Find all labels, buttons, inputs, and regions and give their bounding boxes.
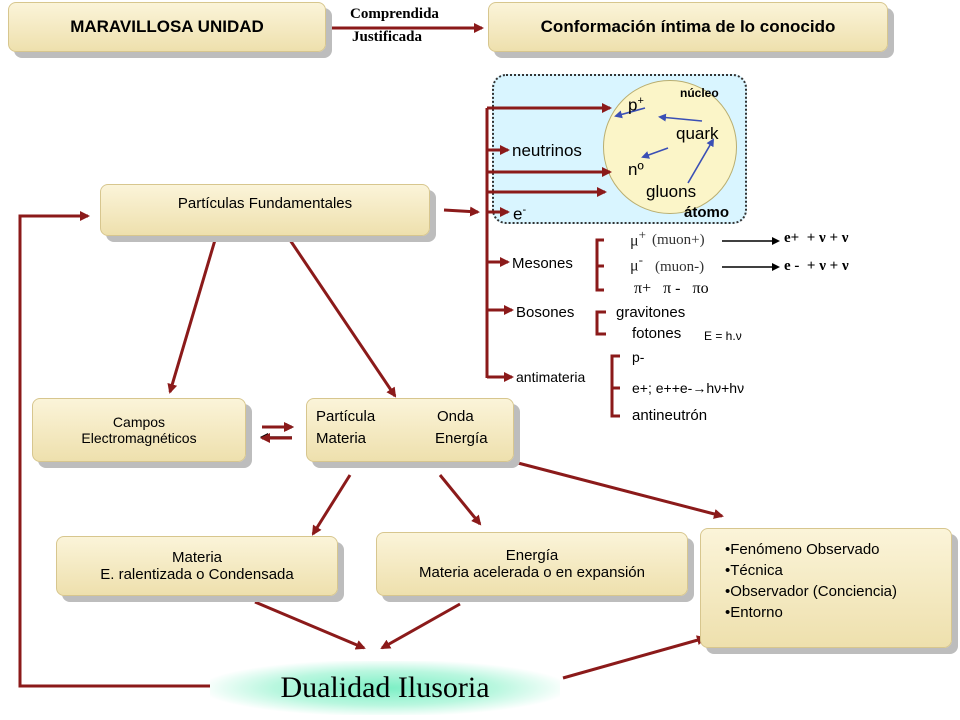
muon-minus: μ- [630, 252, 643, 275]
left-loop [18, 211, 212, 688]
electron-label: e- [513, 204, 527, 224]
materia-label: Materia [316, 430, 367, 447]
list-item: Técnica [725, 560, 951, 581]
dualidad-to-list [562, 635, 707, 680]
particula-onda-box: Partícula Onda Materia Energía [306, 398, 514, 462]
particula-label: Partícula [316, 408, 376, 425]
observacion-list: Fenómeno Observado Técnica Observador (C… [715, 539, 951, 623]
campos-box: Campos Electromagnéticos [32, 398, 246, 462]
gravitones-label: gravitones [616, 304, 686, 321]
particula-to-materia [311, 474, 352, 536]
observacion-list-box: Fenómeno Observado Técnica Observador (C… [700, 528, 952, 648]
muon-plus: μ+ [630, 227, 646, 250]
neutrinos-label: neutrinos [512, 141, 582, 160]
materia-box-line2: E. ralentizada o Condensada [100, 566, 294, 583]
dualidad-ilusoria-label: Dualidad Ilusoria [280, 671, 490, 704]
nucleus-arrow-gluons [687, 138, 715, 184]
nucleo-label: núcleo [680, 86, 719, 100]
antimateria-item1: p- [632, 349, 645, 365]
particula-to-energia [438, 474, 482, 526]
onda-label: Onda [437, 408, 474, 425]
conformacion-box: Conformación íntima de lo conocido [488, 2, 888, 52]
muon-minus-text: (muon-) [655, 259, 705, 275]
particulas-to-campos [167, 239, 217, 394]
conformacion-label: Conformación íntima de lo conocido [540, 17, 836, 36]
connector-justificada: Justificada [352, 29, 423, 45]
decay-minus: e - + ν + ν [784, 258, 849, 274]
neutron-label: nº [628, 160, 644, 179]
maravillosa-unidad-box: MARAVILLOSA UNIDAD [8, 2, 326, 52]
energia-box-line1: Energía [505, 547, 559, 564]
antimateria-label: antimateria [516, 369, 586, 385]
particulas-to-particula [288, 239, 397, 398]
proton-text: p [628, 95, 638, 115]
list-item: Observador (Conciencia) [725, 581, 951, 602]
fotones-label: fotones [632, 325, 682, 342]
antimateria-item2: e+; e++e-→hν+hν [632, 380, 745, 396]
dualidad-ilusoria: Dualidad Ilusoria [210, 661, 560, 715]
fotones-formula: E = h.ν [704, 329, 742, 343]
particulas-fundamentales-box: Partículas Fundamentales [100, 184, 430, 236]
maravillosa-unidad-label: MARAVILLOSA UNIDAD [70, 17, 264, 36]
list-item: Entorno [725, 602, 951, 623]
energia-box: Energía Materia acelerada o en expansión [376, 532, 688, 596]
nucleus-arrow-n [641, 147, 669, 159]
energia-box-line2: Materia acelerada o en expansión [419, 564, 645, 581]
particula-to-list [517, 461, 724, 519]
materia-box-line1: Materia [171, 549, 223, 566]
energia-to-dualidad [380, 602, 461, 650]
list-item: Fenómeno Observado [725, 539, 951, 560]
materia-box: Materia E. ralentizada o Condensada [56, 536, 338, 596]
particulas-to-tree [443, 206, 480, 217]
campos-line1: Campos [112, 414, 166, 430]
decay-plus: e+ + ν + ν [784, 230, 849, 246]
particulas-fundamentales-label: Partículas Fundamentales [177, 194, 353, 212]
bosones-bracket [595, 310, 606, 336]
energia-label: Energía [435, 430, 488, 447]
mesones-label: Mesones [512, 255, 573, 272]
campos-line2: Electromagnéticos [81, 430, 197, 446]
nucleus-circle [603, 80, 737, 214]
gluons-label: gluons [646, 182, 697, 201]
antimateria-bracket [610, 354, 620, 418]
nucleus-arrow-quark-in [658, 113, 703, 122]
nucleus-arrow-p [614, 107, 646, 119]
antimateria-item3: antineutrón [632, 407, 708, 424]
atomo-label: átomo [684, 204, 729, 221]
pions: π+ π - πo [634, 280, 709, 297]
connector-comprendida: Comprendida [350, 6, 439, 22]
muon-plus-text: (muon+) [652, 232, 705, 248]
proton-label: p+ [628, 95, 644, 115]
bosones-label: Bosones [516, 304, 575, 321]
quark-label: quark [676, 124, 719, 143]
materia-to-dualidad [254, 600, 366, 650]
